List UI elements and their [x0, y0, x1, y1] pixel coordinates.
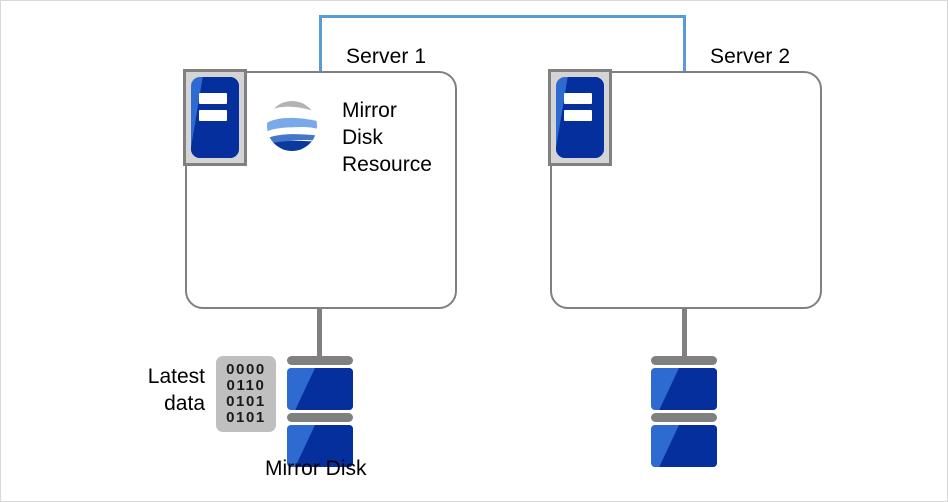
interconnect-right-drop	[683, 15, 686, 73]
mirror-disk-stack-2	[651, 356, 717, 470]
server-2-disk-cable	[682, 307, 687, 358]
interconnect-horizontal-line	[319, 15, 686, 18]
resource-label-line-3: Resource	[342, 153, 432, 176]
server-1-disk-cable	[317, 307, 322, 358]
binary-row: 0101	[226, 393, 266, 410]
resource-label-line-2: Disk	[342, 126, 383, 149]
binary-row: 0101	[226, 409, 266, 426]
disk-platter-top	[651, 356, 717, 365]
server-1-label: Server 1	[346, 45, 427, 68]
mirror-disk-stack-1	[287, 356, 353, 470]
server-icon-bar-bottom	[199, 110, 227, 121]
latest-data-label: Latest data	[133, 363, 205, 417]
mirror-disk-resource-icon	[266, 100, 318, 152]
server-icon	[183, 69, 247, 166]
disk-block-lower	[651, 425, 717, 467]
server-icon-body	[191, 77, 239, 158]
server-2-label: Server 2	[710, 45, 791, 68]
interconnect-left-drop	[319, 15, 322, 73]
latest-data-line-1: Latest	[147, 365, 205, 388]
disk-platter-top	[287, 356, 353, 365]
server-2-box[interactable]	[550, 71, 822, 309]
server-icon-bar-top	[199, 93, 227, 104]
server-icon-bar-top	[564, 93, 592, 104]
disk-block-upper	[287, 368, 353, 410]
binary-row: 0110	[226, 377, 266, 394]
server-icon-bar-bottom	[564, 110, 592, 121]
resource-label-line-1: Mirror	[342, 99, 397, 122]
disk-platter-middle	[287, 413, 353, 422]
disk-platter-middle	[651, 413, 717, 422]
latest-data-line-2: data	[164, 392, 205, 415]
disk-block-upper	[651, 368, 717, 410]
server-icon	[548, 69, 612, 166]
mirror-disk-resource-label: Mirror Disk Resource	[342, 97, 432, 178]
binary-data-chip: 0000 0110 0101 0101	[216, 356, 276, 432]
server-icon-body	[556, 77, 604, 158]
mirror-disk-label: Mirror Disk	[265, 457, 367, 480]
disk-block-lower	[287, 425, 353, 467]
binary-row: 0000	[226, 361, 266, 378]
